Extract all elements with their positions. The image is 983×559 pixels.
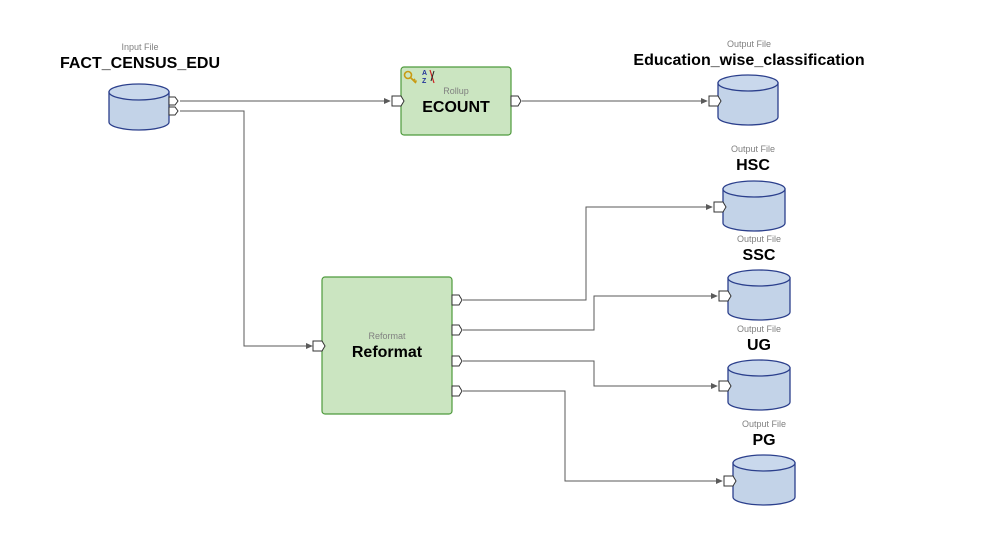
output-port[interactable]: [451, 294, 463, 306]
flow-reformat-to-ug[interactable]: [463, 360, 718, 390]
input-port[interactable]: [713, 201, 727, 213]
node-name: HSC: [736, 157, 770, 174]
rollup-component-ecount[interactable]: A Z Rollup ECOUNT: [391, 66, 522, 136]
node-type-label: Output File: [731, 144, 775, 154]
input-port[interactable]: [718, 290, 732, 302]
node-type-label: Reformat: [368, 331, 406, 341]
node-name: ECOUNT: [422, 99, 490, 116]
key-icon: [403, 70, 418, 84]
node-name: Reformat: [352, 344, 423, 361]
output-file-education-wise-classification[interactable]: Output File Education_wise_classificatio…: [633, 39, 865, 126]
node-type-label: Output File: [737, 234, 781, 244]
node-name: FACT_CENSUS_EDU: [60, 55, 220, 72]
input-port[interactable]: [718, 380, 732, 392]
input-port[interactable]: [391, 95, 405, 107]
reformat-component[interactable]: Reformat Reformat: [312, 276, 463, 415]
output-port[interactable]: [510, 95, 522, 107]
input-port[interactable]: [312, 340, 326, 352]
output-port[interactable]: [451, 385, 463, 397]
node-name: SSC: [743, 247, 776, 264]
output-port[interactable]: [451, 324, 463, 336]
node-type-label: Input File: [121, 42, 158, 52]
input-file-fact-census-edu[interactable]: Input File FACT_CENSUS_EDU: [60, 42, 220, 131]
node-name: Education_wise_classification: [633, 52, 864, 69]
output-file-pg[interactable]: Output File PG: [723, 419, 796, 506]
database-icon: [722, 180, 786, 232]
input-port[interactable]: [723, 475, 737, 487]
node-name: PG: [752, 432, 775, 449]
node-type-label: Rollup: [443, 86, 469, 96]
svg-text:Z: Z: [422, 78, 427, 85]
input-port[interactable]: [708, 95, 722, 107]
flow-reformat-to-hsc[interactable]: [463, 203, 713, 301]
database-icon: [108, 83, 170, 131]
database-icon: [727, 359, 791, 411]
node-name: UG: [747, 337, 771, 354]
node-type-label: Output File: [737, 324, 781, 334]
flow-fact-to-reformat[interactable]: [180, 110, 313, 350]
sort-az-icon: A Z: [422, 69, 435, 85]
database-icon: [717, 74, 779, 126]
flow-reformat-to-pg[interactable]: [463, 390, 723, 485]
output-file-hsc[interactable]: Output File HSC: [713, 144, 786, 232]
database-icon: [732, 454, 796, 506]
database-icon: [727, 269, 791, 321]
node-type-label: Output File: [742, 419, 786, 429]
output-file-ssc[interactable]: Output File SSC: [718, 234, 791, 321]
output-port[interactable]: [168, 96, 179, 106]
output-file-ug[interactable]: Output File UG: [718, 324, 791, 411]
flows: [180, 97, 723, 485]
flow-reformat-to-ssc[interactable]: [463, 292, 718, 331]
svg-text:A: A: [422, 70, 427, 77]
node-type-label: Output File: [727, 39, 771, 49]
output-port[interactable]: [451, 355, 463, 367]
output-port[interactable]: [168, 106, 179, 116]
